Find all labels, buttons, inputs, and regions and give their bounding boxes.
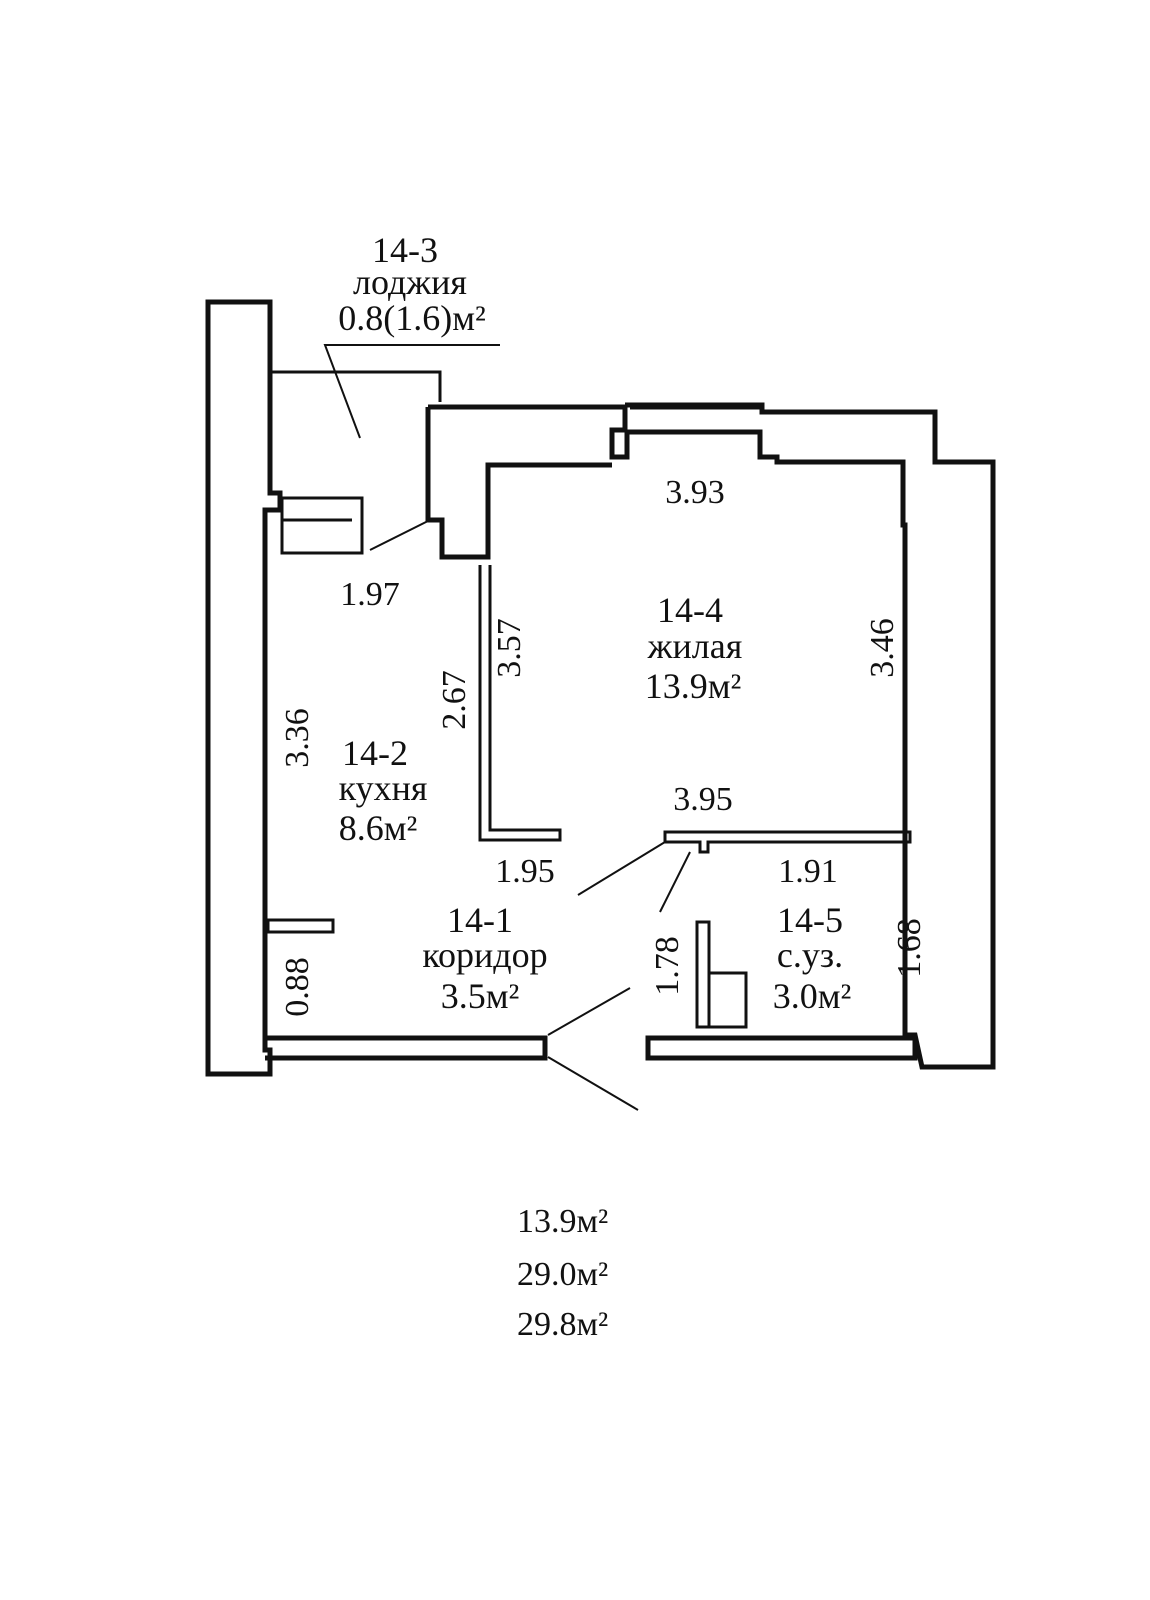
dim-bathroom-right: 1.68 [891, 918, 928, 978]
corridor-shelf [266, 918, 335, 934]
kitchen-living-partition [478, 565, 562, 842]
dim-bathroom-left: 1.78 [649, 936, 686, 996]
loggia-area: 0.8(1.6)м² [338, 298, 486, 338]
dim-corridor-top: 1.95 [495, 853, 555, 890]
corridor-leader [577, 841, 666, 896]
total-with-loggia: 29.8м² [517, 1306, 608, 1343]
bathroom-name: с.уз. [777, 935, 843, 975]
bottom-wall-right [645, 1035, 918, 1061]
total-living-area: 13.9м² [517, 1203, 608, 1240]
loggia-id: 14-3 [372, 230, 438, 270]
corridor-name: коридор [422, 935, 547, 975]
dim-living-bottom: 3.95 [673, 781, 733, 818]
bathroom-area: 3.0м² [773, 976, 852, 1016]
loggia-wall [270, 370, 442, 402]
living-id: 14-4 [657, 590, 723, 630]
total-area: 29.0м² [517, 1256, 608, 1293]
dim-corridor-left: 0.88 [279, 957, 316, 1017]
bath-partition-post [695, 920, 711, 1029]
dim-kitchen-left: 3.36 [279, 708, 316, 768]
corridor-area: 3.5м² [441, 976, 520, 1016]
dim-kitchen-width: 1.97 [340, 576, 400, 613]
living-window [630, 406, 760, 434]
bathroom-id: 14-5 [777, 900, 843, 940]
left-exterior-wall [205, 299, 283, 1077]
kitchen-window [280, 496, 364, 555]
loggia-name: лоджия [353, 262, 467, 302]
bottom-wall-left [265, 1035, 548, 1061]
kitchen-window-leader [369, 519, 431, 551]
bath-door-leader [659, 851, 691, 913]
entrance-leader [547, 987, 631, 1036]
dim-bathroom-top: 1.91 [778, 853, 838, 890]
kitchen-name: кухня [339, 768, 428, 808]
living-area: 13.9м² [645, 666, 742, 706]
kitchen-area: 8.6м² [339, 808, 418, 848]
corridor-id: 14-1 [447, 900, 513, 940]
living-name: жилая [647, 626, 743, 666]
dim-living-right: 3.46 [864, 618, 901, 678]
bath-fixture [707, 971, 748, 1029]
dim-kitchen-right: 2.67 [436, 670, 473, 730]
dim-living-top: 3.93 [665, 474, 725, 511]
entrance-door-leaf [547, 1056, 639, 1111]
dim-living-left: 3.57 [491, 618, 528, 678]
loggia-leader [323, 344, 500, 439]
kitchen-id: 14-2 [342, 733, 408, 773]
redacted-label [378, 1262, 480, 1292]
living-bath-partition [663, 830, 912, 854]
